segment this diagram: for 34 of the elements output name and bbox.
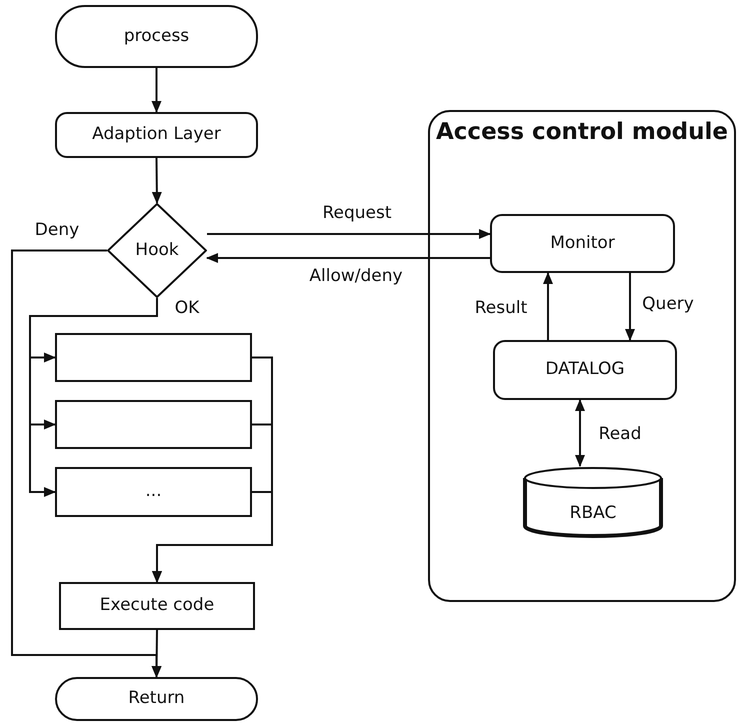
arrow (152, 68, 162, 113)
process-box (493, 340, 677, 400)
node-label: ... (144, 481, 163, 503)
arrow (543, 272, 553, 340)
arrow (625, 273, 635, 341)
database-cylinder (523, 466, 663, 538)
process-box (490, 214, 675, 273)
node-label: Monitor (549, 232, 616, 254)
node-label: DATALOG (544, 359, 626, 381)
process-box (55, 400, 252, 449)
arrow (206, 253, 490, 263)
arrow (152, 158, 162, 204)
module-container (428, 110, 736, 602)
arrow (11, 250, 162, 678)
arrow (207, 229, 491, 239)
edge-label: Query (640, 294, 696, 314)
node-label: Execute code (98, 595, 216, 617)
process-box (55, 112, 258, 158)
arrow (29, 298, 158, 497)
process-box (55, 333, 252, 382)
arrow (152, 491, 273, 583)
process-box (59, 582, 255, 630)
node-label: Return (127, 688, 186, 710)
terminal-shape (55, 677, 258, 721)
edge-label: Allow/deny (307, 266, 405, 286)
process-box (55, 467, 252, 517)
decision-diamond (107, 203, 207, 298)
node-label: process (122, 26, 190, 48)
arrow (575, 399, 585, 467)
node-label: Hook (134, 240, 180, 262)
module-title: Access control module (436, 122, 728, 144)
terminal-shape (55, 5, 258, 68)
node-label: RBAC (568, 502, 618, 524)
node-label: Adaption Layer (91, 124, 222, 146)
